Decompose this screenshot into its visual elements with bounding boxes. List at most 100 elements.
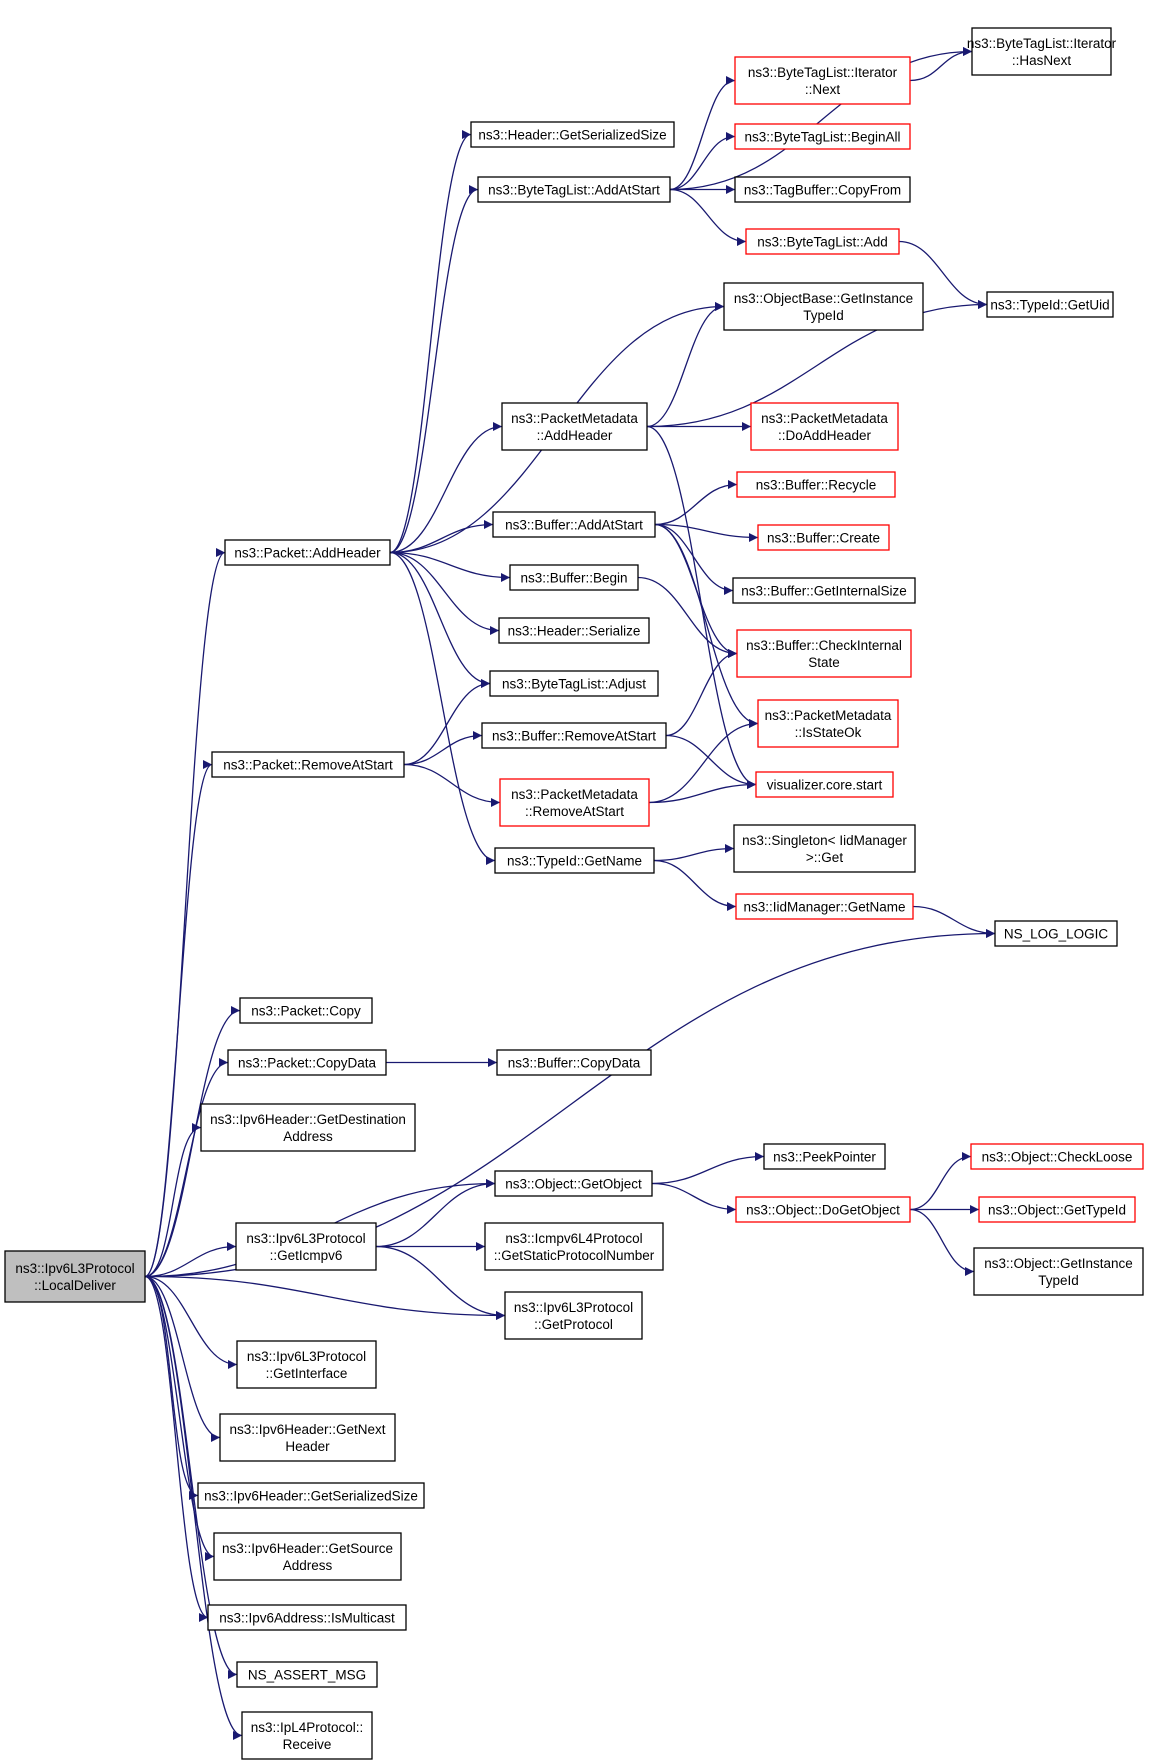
node-pmaddheader[interactable]: ns3::PacketMetadata::AddHeader [501, 402, 648, 451]
node-bufaddatstart[interactable]: ns3::Buffer::AddAtStart [492, 511, 656, 538]
edge-btladdatstart-to-btlithasnext [669, 47, 973, 191]
node-label: ns3::TagBuffer::CopyFrom [744, 183, 901, 198]
node-btladd[interactable]: ns3::ByteTagList::Add [745, 228, 900, 255]
node-label: TypeId [1038, 1273, 1079, 1288]
node-tagbufcopyfrom[interactable]: ns3::TagBuffer::CopyFrom [734, 176, 911, 203]
node-pmisstateok[interactable]: ns3::PacketMetadata::IsStateOk [757, 699, 899, 748]
edge [375, 1179, 496, 1248]
node-icmpv6l4[interactable]: ns3::Icmpv6L4Protocol::GetStaticProtocol… [484, 1222, 664, 1271]
edge [144, 1275, 215, 1561]
edge [653, 859, 737, 911]
node-vizstart[interactable]: visualizer.core.start [755, 771, 894, 798]
node-addheader[interactable]: ns3::Packet::AddHeader [224, 539, 391, 566]
node-peekpointer[interactable]: ns3::PeekPointer [763, 1143, 886, 1170]
edge-btliternext-to-btlithasnext [909, 47, 973, 82]
node-objdogetobject[interactable]: ns3::Object::DoGetObject [735, 1196, 911, 1223]
node-bufremoveatstart[interactable]: ns3::Buffer::RemoveAtStart [481, 722, 667, 749]
edge [654, 480, 738, 526]
node-bufrecycle[interactable]: ns3::Buffer::Recycle [736, 471, 896, 498]
node-label: ns3::Singleton< IidManager [742, 833, 907, 848]
edge [144, 1275, 238, 1369]
edge-pmremoveatstart-to-vizstart [648, 780, 757, 804]
edge-typeidgetname-to-singletonget [653, 844, 735, 862]
node-ismulticast[interactable]: ns3::Ipv6Address::IsMulticast [207, 1604, 407, 1631]
node-getprotocol[interactable]: ns3::Ipv6L3Protocol::GetProtocol [504, 1291, 643, 1340]
node-geticmpv6[interactable]: ns3::Ipv6L3Protocol::GetIcmpv6 [235, 1222, 377, 1271]
edge [144, 1275, 221, 1442]
node-bufgetinternalsize[interactable]: ns3::Buffer::GetInternalSize [732, 577, 916, 604]
node-box [973, 1247, 1144, 1296]
node-box [477, 176, 671, 203]
node-objcheckloose[interactable]: ns3::Object::CheckLoose [970, 1143, 1144, 1170]
node-hserialize[interactable]: ns3::Header::Serialize [498, 617, 650, 644]
node-getinterface[interactable]: ns3::Ipv6L3Protocol::GetInterface [236, 1340, 377, 1389]
node-pcopy[interactable]: ns3::Packet::Copy [239, 997, 373, 1024]
node-objgetobject[interactable]: ns3::Object::GetObject [494, 1170, 653, 1197]
edge [144, 1275, 209, 1622]
node-label: ::GetStaticProtocolNumber [494, 1248, 655, 1263]
edge-addheader-to-typeidgetname [389, 551, 496, 865]
node-getserialsize6[interactable]: ns3::Ipv6Header::GetSerializedSize [197, 1482, 425, 1509]
node-pmremoveatstart[interactable]: ns3::PacketMetadata::RemoveAtStart [499, 778, 650, 827]
node-btlbeginall[interactable]: ns3::ByteTagList::BeginAll [734, 123, 911, 150]
edge-btladdatstart-to-btliternext [669, 76, 736, 191]
node-box [763, 1143, 886, 1170]
edge [669, 132, 736, 191]
edge-bufaddatstart-to-bufcreate [654, 523, 759, 542]
node-singletonget[interactable]: ns3::Singleton< IidManager>::Get [733, 824, 916, 873]
node-btladjust[interactable]: ns3::ByteTagList::Adjust [489, 670, 659, 697]
edge [909, 1152, 972, 1211]
node-removeatstart[interactable]: ns3::Packet::RemoveAtStart [211, 751, 405, 778]
edge [403, 731, 483, 766]
node-box [227, 1049, 387, 1076]
node-btlithasnext[interactable]: ns3::ByteTagList::Iterator::HasNext [967, 27, 1117, 76]
node-receive[interactable]: ns3::IpL4Protocol::Receive [241, 1711, 373, 1760]
node-bufcreate[interactable]: ns3::Buffer::Create [757, 524, 890, 551]
node-label: ns3::Ipv6L3Protocol [247, 1349, 366, 1364]
edge-bufaddatstart-to-pmisstateok [654, 523, 759, 728]
edge [909, 47, 973, 82]
node-typeidgetuid[interactable]: ns3::TypeId::GetUid [986, 291, 1114, 318]
node-pcopydata[interactable]: ns3::Packet::CopyData [227, 1049, 387, 1076]
node-box [197, 1482, 425, 1509]
node-label: ns3::Ipv6L3Protocol [246, 1231, 365, 1246]
node-box [734, 56, 911, 105]
node-assertmsg[interactable]: NS_ASSERT_MSG [236, 1661, 378, 1688]
node-label: ns3::ByteTagList::Adjust [502, 677, 646, 692]
node-label: ns3::ByteTagList::Add [757, 235, 888, 250]
node-label: ns3::PacketMetadata [511, 411, 638, 426]
node-label: ns3::Object::GetTypeId [988, 1203, 1126, 1218]
node-label: ns3::PacketMetadata [511, 787, 638, 802]
node-objgettypeid[interactable]: ns3::Object::GetTypeId [978, 1196, 1136, 1223]
node-btliternext[interactable]: ns3::ByteTagList::Iterator::Next [734, 56, 911, 105]
edge-removeatstart-to-pmremoveatstart [403, 763, 501, 807]
edge [144, 1058, 229, 1278]
node-bufbegin[interactable]: ns3::Buffer::Begin [509, 564, 639, 591]
node-typeidgetname[interactable]: ns3::TypeId::GetName [494, 847, 655, 874]
node-iidgetname[interactable]: ns3::IidManager::GetName [735, 893, 914, 920]
node-hgetserial[interactable]: ns3::Header::GetSerializedSize [470, 121, 675, 148]
edge [389, 130, 472, 554]
node-nsloglogic[interactable]: NS_LOG_LOGIC [994, 920, 1118, 947]
node-box [470, 121, 675, 148]
node-root[interactable]: ns3::Ipv6L3Protocol::LocalDeliver [4, 1250, 146, 1303]
edge [144, 1123, 202, 1278]
edge-addheader-to-bufbegin [389, 551, 511, 582]
edge [669, 188, 747, 246]
node-pmdoaddheader[interactable]: ns3::PacketMetadata::DoAddHeader [750, 402, 899, 451]
edge-objgetobject-to-peekpointer [651, 1152, 765, 1185]
node-box [481, 722, 667, 749]
edge-typeidgetname-to-iidgetname [653, 859, 737, 911]
node-box [755, 771, 894, 798]
node-bufcopydata[interactable]: ns3::Buffer::CopyData [496, 1049, 652, 1076]
edge-btladdatstart-to-btladd [669, 188, 747, 246]
node-label: ns3::Buffer::GetInternalSize [741, 584, 907, 599]
node-btladdatstart[interactable]: ns3::ByteTagList::AddAtStart [477, 176, 671, 203]
edge-removeatstart-to-bufremoveatstart [403, 731, 483, 766]
